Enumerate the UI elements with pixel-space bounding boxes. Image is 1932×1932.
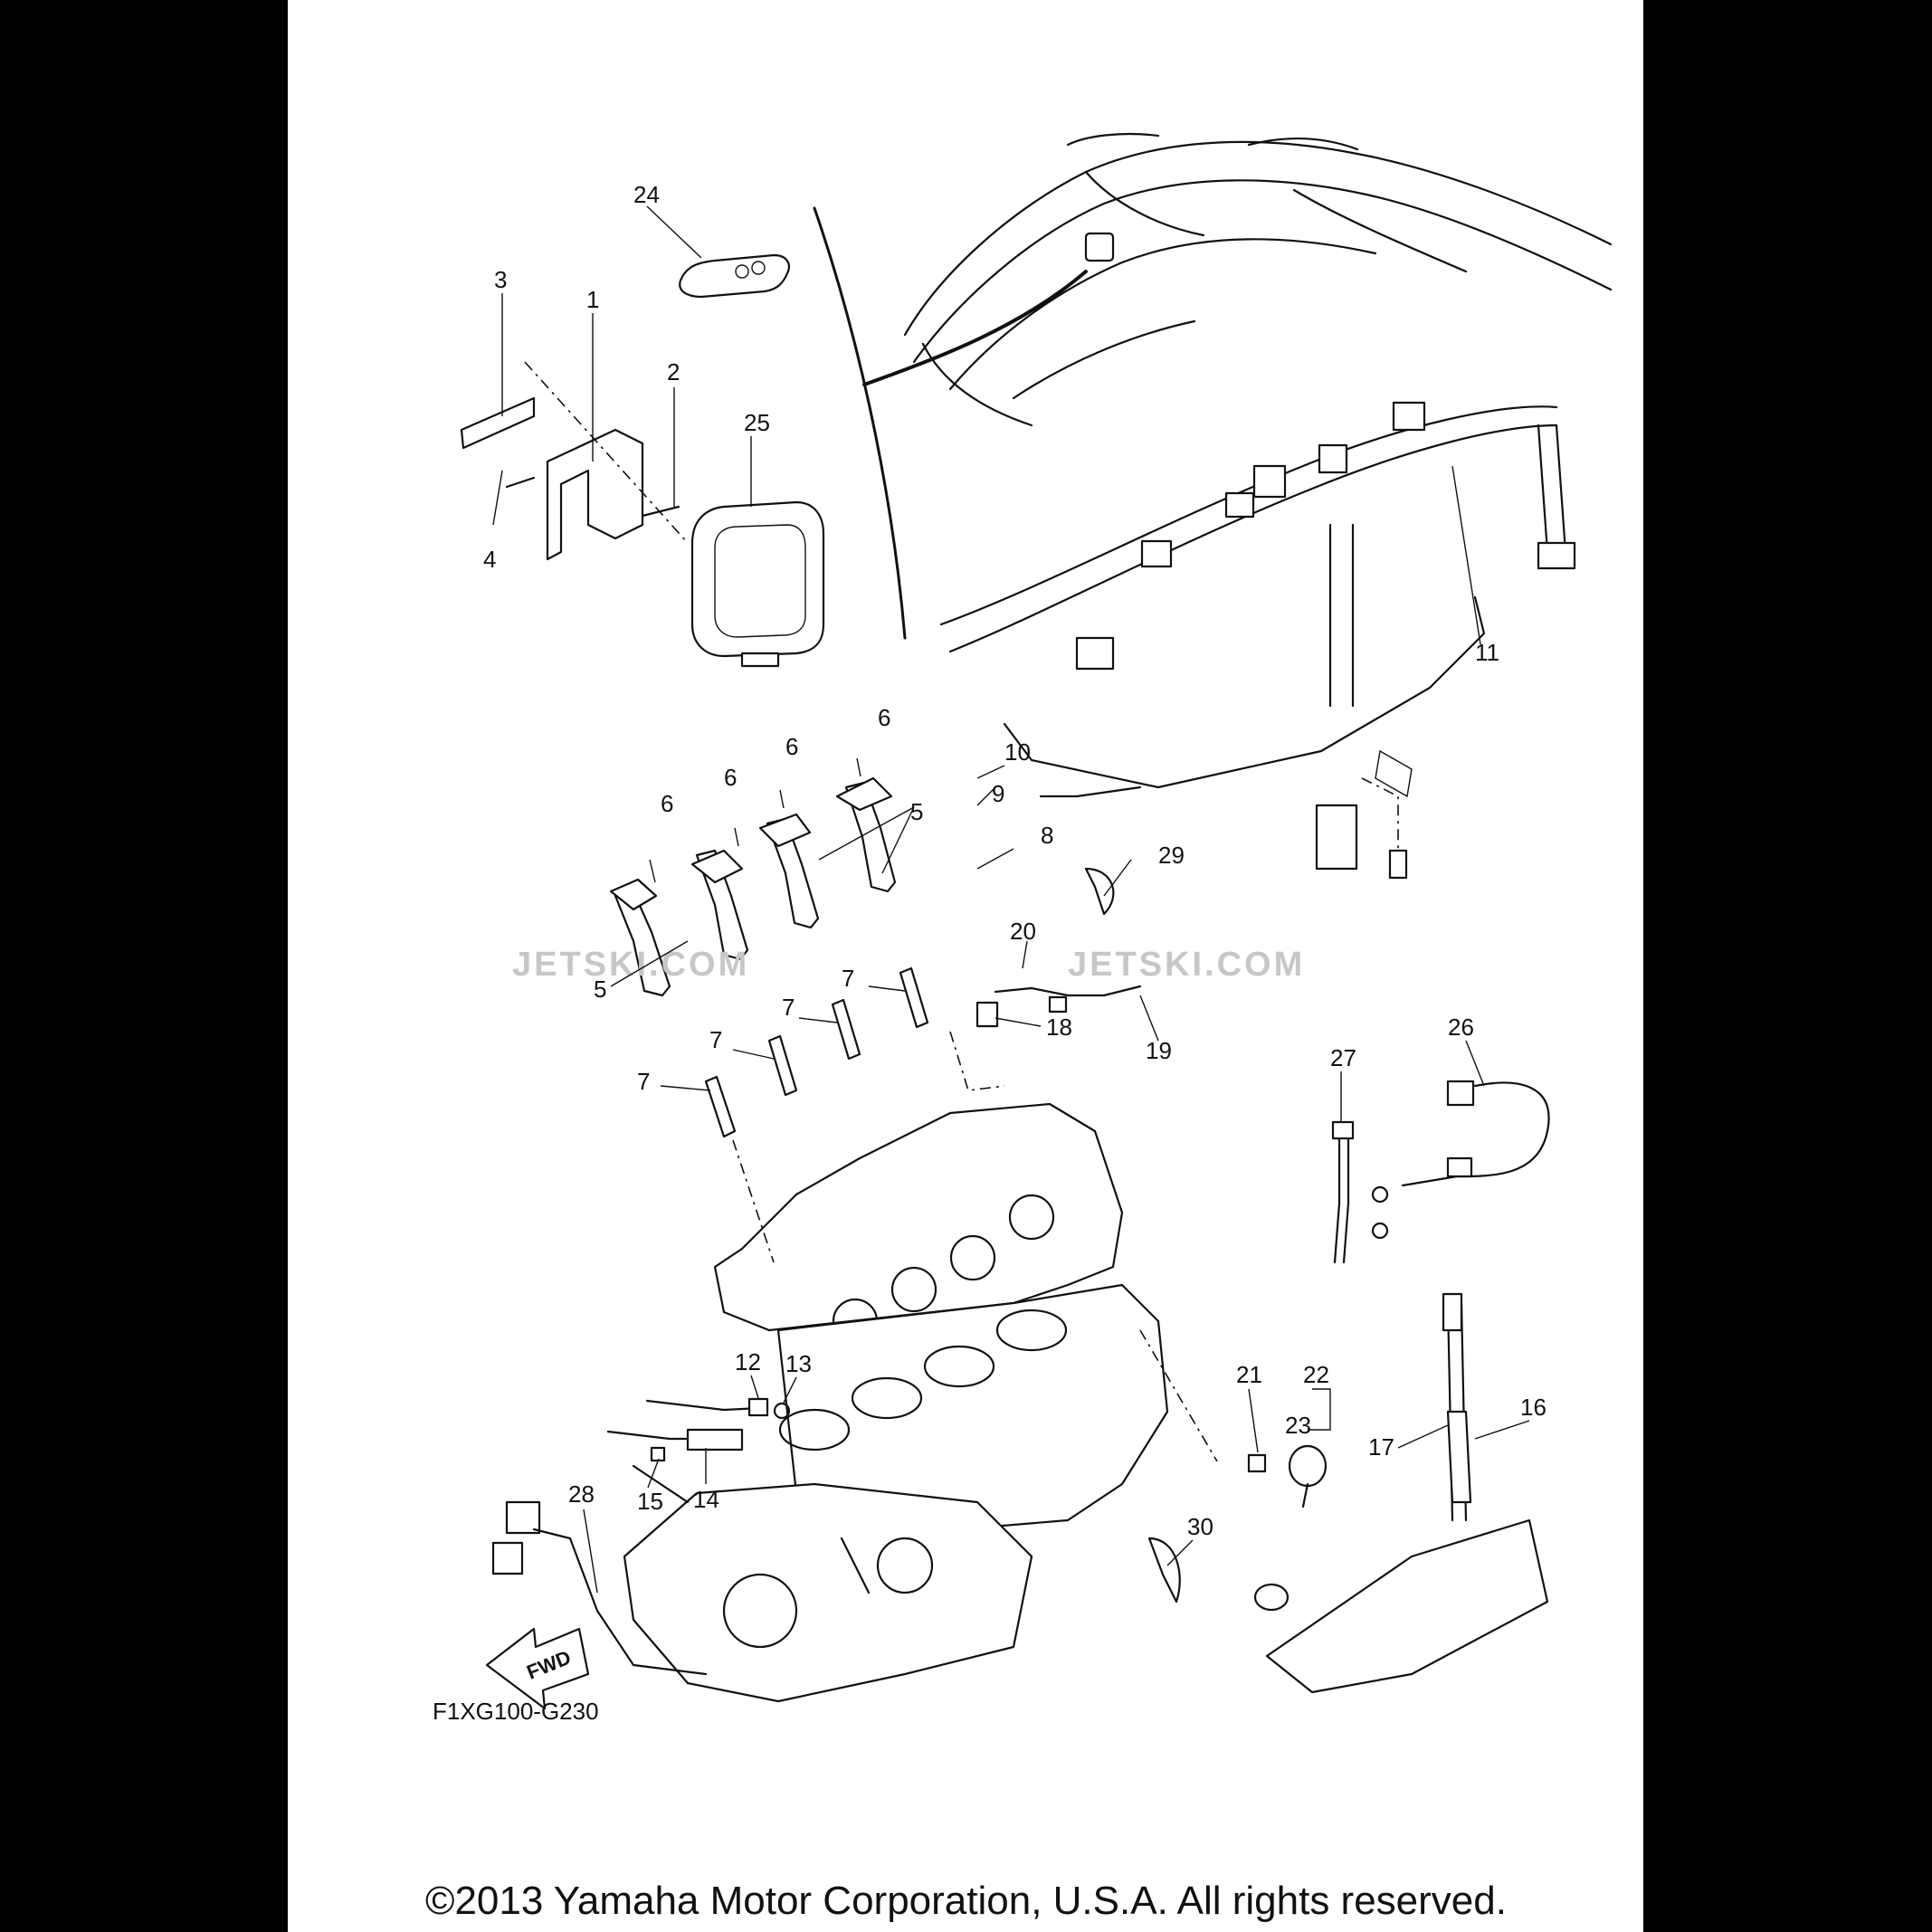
ignition-coils [609, 757, 897, 997]
callout-28: 28 [568, 1480, 595, 1508]
svg-text:JETSKI.COM: JETSKI.COM [512, 946, 749, 984]
callout-6d: 6 [878, 704, 890, 731]
callout-6c: 6 [785, 733, 798, 760]
diagram-code: F1XG100-G230 [433, 1698, 599, 1725]
callout-5a: 5 [910, 798, 923, 825]
callout-16: 16 [1520, 1394, 1547, 1421]
callout-leaders [492, 205, 1530, 1594]
callout-5b: 5 [594, 976, 606, 1003]
svg-text:JETSKI.COM: JETSKI.COM [1068, 946, 1305, 984]
callout-7a: 7 [637, 1068, 650, 1095]
callout-2: 2 [667, 358, 680, 385]
copyright-notice: ©2013 Yamaha Motor Corporation, U.S.A. A… [425, 1879, 1507, 1923]
callout-7d: 7 [842, 965, 854, 992]
callout-14: 14 [693, 1486, 719, 1513]
callout-7c: 7 [782, 994, 795, 1021]
callout-17: 17 [1368, 1433, 1394, 1461]
fwd-arrow-icon: FWD [485, 1627, 590, 1710]
ecu-bracket-group [460, 253, 825, 668]
callout-9: 9 [992, 780, 1004, 807]
callout-22: 22 [1303, 1361, 1329, 1388]
watermark: JETSKI.COM JETSKI.COM [512, 946, 1305, 984]
callout-4: 4 [483, 546, 496, 573]
wire-harness-assembly [939, 401, 1576, 880]
callout-13: 13 [785, 1350, 812, 1377]
callout-27: 27 [1330, 1044, 1356, 1071]
callout-18: 18 [1046, 1014, 1072, 1041]
callout-labels: 1 2 3 4 5 5 5 6 6 6 6 6 7 7 7 7 8 9 10 1… [483, 181, 1547, 1540]
callout-1: 1 [586, 286, 599, 313]
spark-plugs [660, 966, 929, 1138]
harness-28 [491, 1500, 708, 1676]
watercraft-deck-illustration [813, 132, 1613, 640]
callout-6a: 6 [661, 790, 673, 817]
callout-30: 30 [1187, 1513, 1213, 1540]
callout-25: 25 [744, 409, 770, 436]
callout-8: 8 [1041, 822, 1053, 849]
callout-24: 24 [633, 181, 660, 208]
sensors-and-switches [606, 985, 1328, 1508]
callout-21: 21 [1236, 1361, 1262, 1388]
cables-and-clamps [1084, 867, 1550, 1694]
engine-block-illustration [623, 1031, 1218, 1703]
callout-19: 19 [1146, 1037, 1172, 1064]
callout-29: 29 [1158, 842, 1185, 869]
callout-15: 15 [637, 1488, 663, 1515]
callout-3: 3 [494, 266, 507, 293]
callout-7b: 7 [709, 1026, 722, 1053]
callout-20: 20 [1010, 918, 1036, 945]
callout-12: 12 [735, 1348, 761, 1375]
callout-6b: 6 [724, 764, 737, 791]
callout-11: 11 [1475, 639, 1499, 666]
callout-10: 10 [1004, 738, 1031, 766]
callout-26: 26 [1448, 1014, 1474, 1041]
callout-23: 23 [1285, 1412, 1311, 1439]
